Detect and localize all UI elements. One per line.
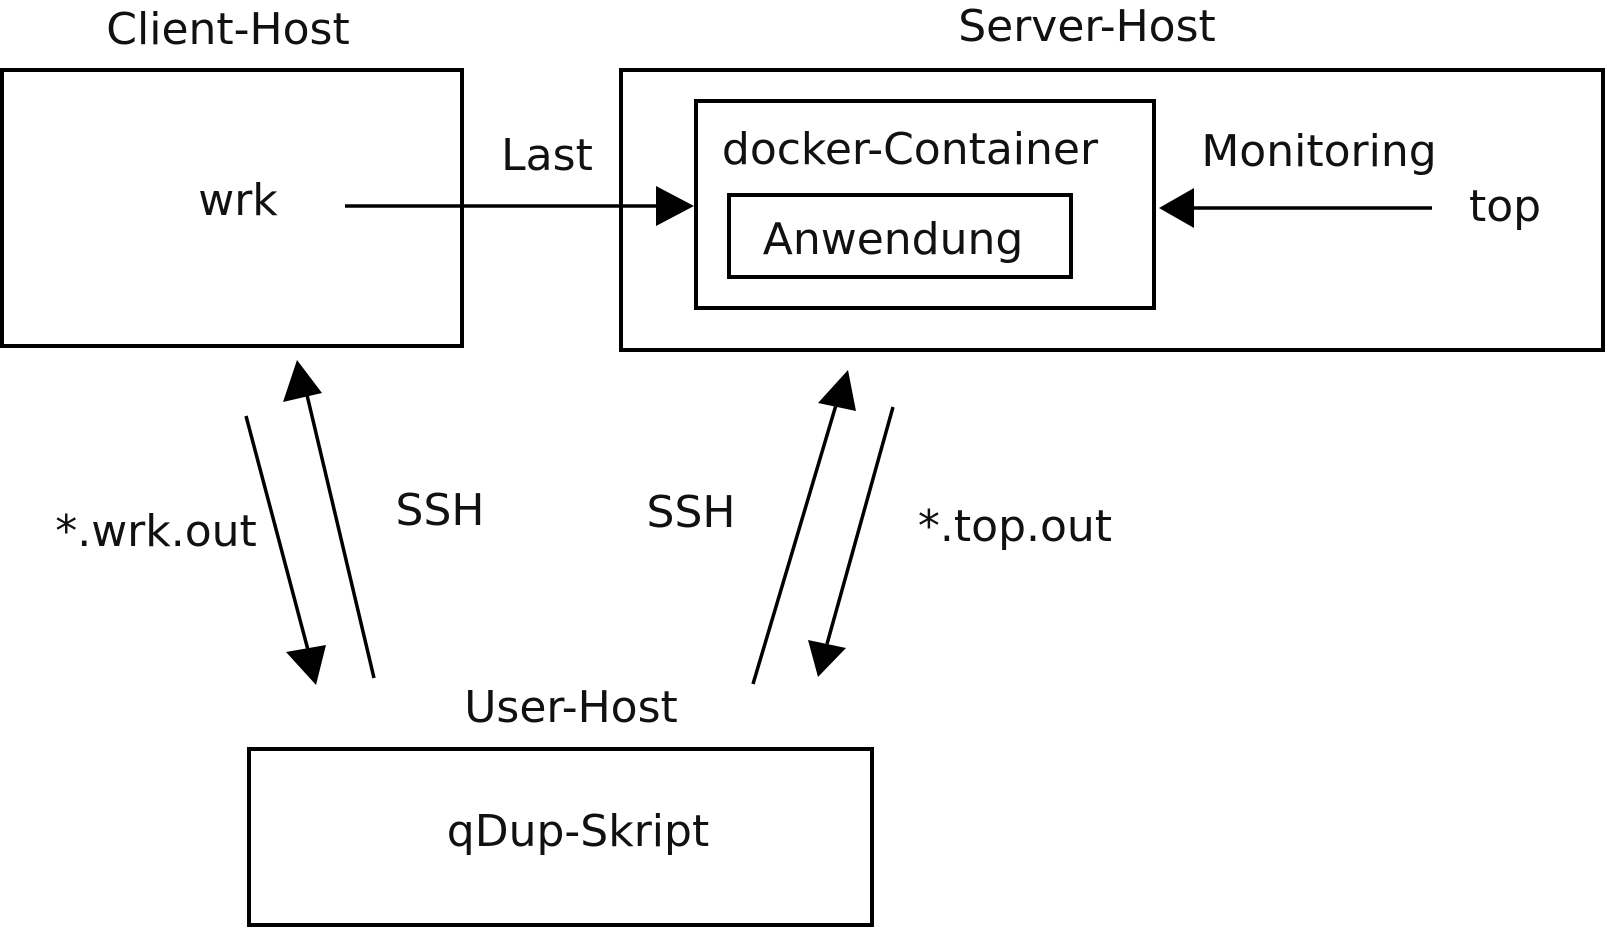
ssh-server-arrow — [751, 370, 856, 685]
application-label: Anwendung — [763, 214, 1024, 265]
top-label: top — [1469, 181, 1541, 232]
server-host-title: Server-Host — [958, 1, 1216, 52]
user-host-box — [247, 747, 874, 927]
ssh-client-label: SSH — [396, 485, 485, 536]
client-host-box — [0, 68, 464, 348]
monitoring-arrow — [1159, 188, 1432, 228]
ssh-client-arrow — [283, 360, 376, 679]
top-output-arrow — [808, 406, 895, 677]
wrk-output-label: *.wrk.out — [55, 506, 257, 557]
ssh-server-label: SSH — [647, 487, 736, 538]
wrk-output-arrow — [244, 415, 326, 685]
qdup-script-label: qDup-Skript — [447, 806, 709, 857]
load-label: Last — [501, 130, 593, 181]
load-arrow — [345, 186, 694, 226]
wrk-label: wrk — [198, 175, 278, 226]
docker-container-label: docker-Container — [722, 124, 1099, 175]
client-host-title: Client-Host — [106, 4, 349, 55]
monitoring-label: Monitoring — [1201, 126, 1436, 177]
user-host-title: User-Host — [464, 682, 678, 733]
application-box — [727, 193, 1073, 279]
top-output-label: *.top.out — [918, 501, 1112, 552]
